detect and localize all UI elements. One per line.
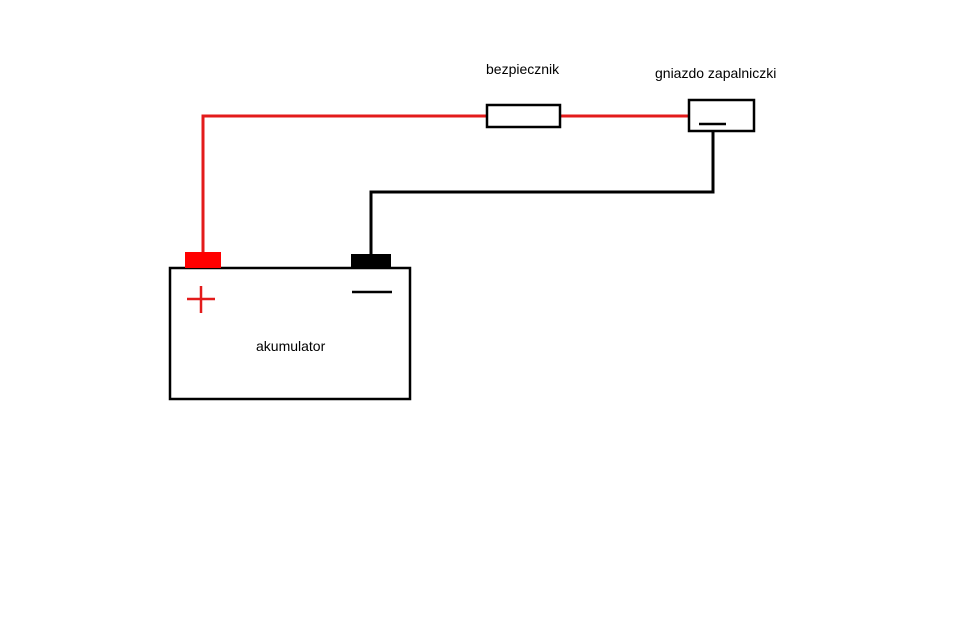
battery-negative-terminal (351, 254, 391, 268)
socket-symbol (687, 98, 756, 133)
battery-positive-terminal (185, 252, 221, 268)
socket-label: gniazdo zapalniczki (655, 65, 777, 81)
battery-body (168, 266, 412, 401)
plus-sign (187, 286, 215, 313)
positive-wire (201, 114, 487, 252)
negative-wire (369, 124, 715, 254)
battery-label: akumulator (256, 338, 326, 354)
fuse-symbol (485, 103, 562, 129)
fuse-label: bezpiecznik (486, 61, 560, 77)
